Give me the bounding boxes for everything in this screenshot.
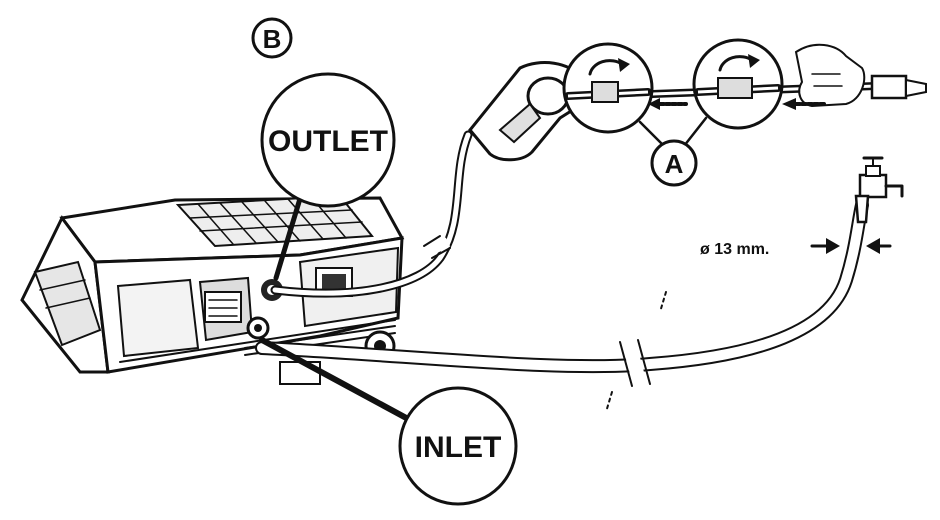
- inlet-callout: INLET: [259, 337, 518, 506]
- callout-a-label: A: [665, 149, 684, 179]
- top-vent-grid: [175, 194, 374, 248]
- figure-tag-b: B: [251, 17, 293, 59]
- high-pressure-hose: [270, 130, 473, 298]
- hose-diameter-label: ø 13 mm.: [700, 241, 769, 258]
- callout-a: A: [638, 116, 708, 187]
- pressure-washer-machine: [20, 194, 405, 385]
- squeeze-arrow-right-icon: [826, 238, 840, 254]
- hose-diameter-dimension: ø 13 mm.: [700, 238, 892, 258]
- outlet-label: OUTLET: [268, 125, 388, 158]
- outlet-callout: OUTLET: [260, 72, 396, 281]
- rotate-clockwise-arrow-icon: [588, 59, 624, 76]
- rotate-clockwise-arrow-icon: [718, 55, 754, 72]
- inlet-label: INLET: [415, 431, 502, 464]
- figure-tag-label: B: [263, 24, 282, 54]
- inlet-port: [246, 316, 270, 340]
- inlet-water-hose: [255, 198, 869, 413]
- lance-connection-callout-2: [692, 38, 828, 130]
- squeeze-arrow-left-icon: [866, 238, 880, 254]
- lance-connection-callout-1: [562, 42, 688, 134]
- hand-icon: [794, 43, 866, 108]
- water-tap-icon: [854, 156, 904, 224]
